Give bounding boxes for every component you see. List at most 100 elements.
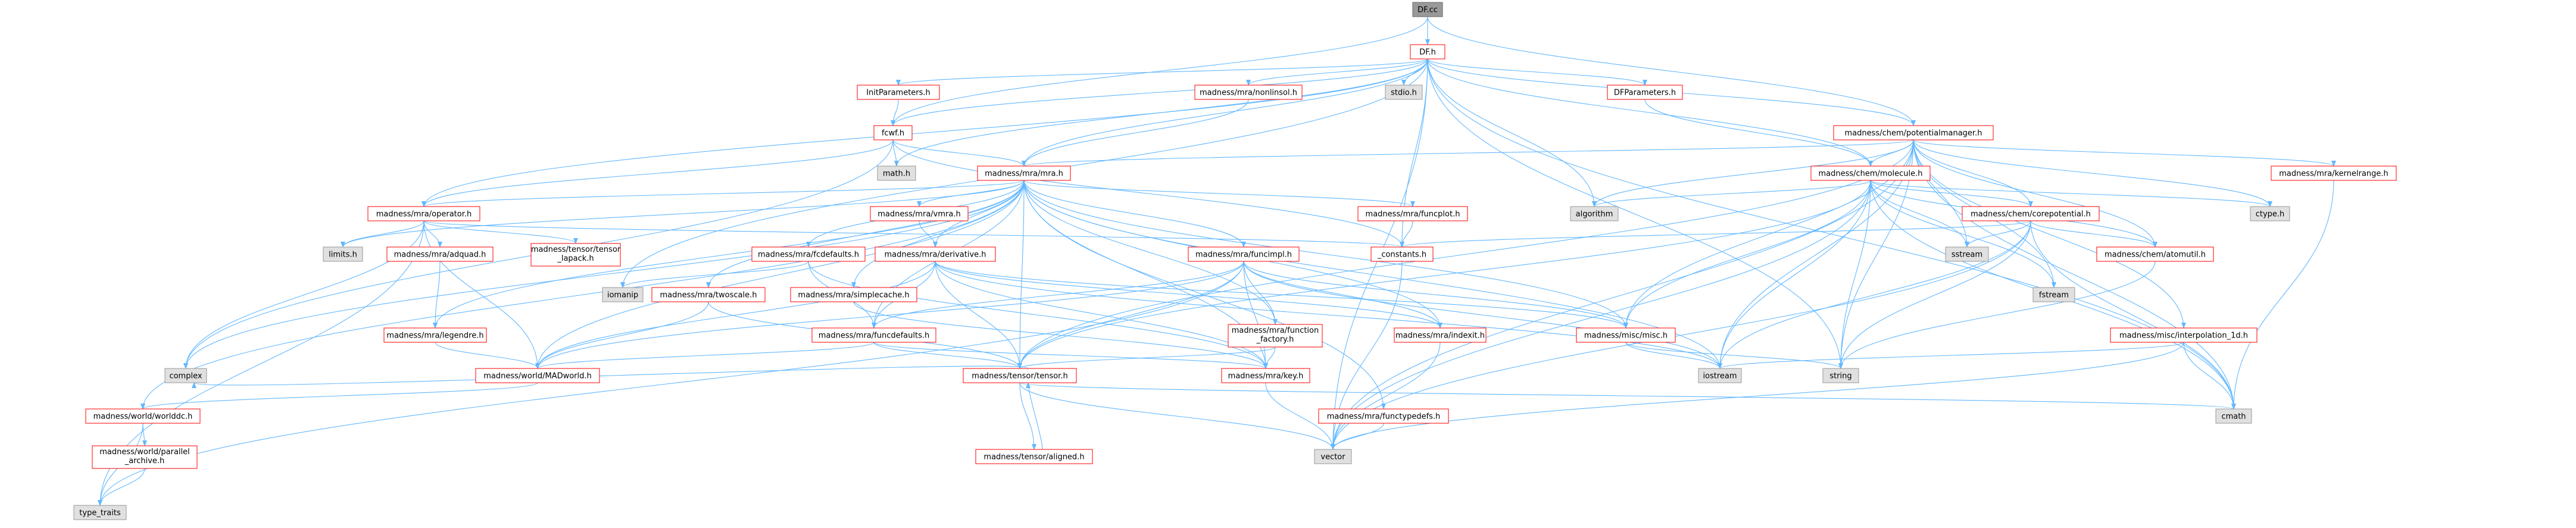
node-label: cmath <box>2221 413 2246 421</box>
node-molecule-h[interactable]: madness/chem/molecule.h <box>1810 165 1931 181</box>
edge-potentialmanager-h-to-kernelrange-h <box>1913 139 2336 167</box>
node-operator-h[interactable]: madness/mra/operator.h <box>367 206 480 221</box>
node-funcimpl-h[interactable]: madness/mra/funcimpl.h <box>1188 246 1300 262</box>
node-box <box>386 246 494 262</box>
node-fcdefaults-h[interactable]: madness/mra/fcdefaults.h <box>751 246 866 262</box>
node-dfparameters-h[interactable]: DFParameters.h <box>1607 85 1683 100</box>
node-tensor-lapack-h[interactable]: madness/tensor/tensor_lapack.h <box>530 243 621 267</box>
node-simplecache-h[interactable]: madness/mra/simplecache.h <box>790 287 917 302</box>
node-box <box>1962 206 2100 221</box>
node-derivative-h[interactable]: madness/mra/derivative.h <box>875 246 996 262</box>
edge-df-cc-to-potentialmanager-h <box>1427 16 1916 126</box>
node-stdio-h: stdio.h <box>1385 85 1423 100</box>
node-box <box>877 165 916 181</box>
node-df-cc[interactable]: DF.cc <box>1412 2 1443 17</box>
node-initparameters-h[interactable]: InitParameters.h <box>857 85 940 100</box>
edge-functypedefs-h-to-vector <box>1331 423 1384 450</box>
node-key-h[interactable]: madness/mra/key.h <box>1221 368 1310 383</box>
node-box <box>92 445 198 469</box>
node-nonlinsol-h[interactable]: madness/mra/nonlinsol.h <box>1194 85 1303 100</box>
edge-adquad-h-to-legendre-h <box>433 261 441 329</box>
node-label: madness/tensor/tensor_lapack.h <box>531 245 621 263</box>
node-box <box>1822 368 1859 383</box>
node-indexit-h[interactable]: madness/mra/indexit.h <box>1394 327 1487 343</box>
node-constants-h[interactable]: _constants.h <box>1370 246 1434 262</box>
edge-mra-h-to-worlddc-h <box>140 180 1025 410</box>
node-fcwf-h[interactable]: fcwf.h <box>873 125 913 140</box>
edge-molecule-h-to-string <box>1838 180 1871 369</box>
node-cmath: cmath <box>2215 408 2252 424</box>
node-label: madness/mra/funcimpl.h <box>1195 251 1292 260</box>
edge-mra-h-to-funcimpl-h <box>1023 180 1246 248</box>
node-label: _constants.h <box>1377 251 1426 260</box>
node-functypedefs-h[interactable]: madness/mra/functypedefs.h <box>1318 408 1449 424</box>
node-kernelrange-h[interactable]: madness/mra/kernelrange.h <box>2271 165 2397 181</box>
edge-corepotential-h-to-iostream <box>1718 220 2031 369</box>
edge-misc-h-to-iostream <box>1625 342 1722 369</box>
node-vector: vector <box>1314 449 1352 464</box>
edge-potentialmanager-h-to-ctype-h <box>1913 139 2272 207</box>
edge-parallel-archive-h-to-type-traits <box>98 468 145 506</box>
node-label: madness/mra/fcdefaults.h <box>758 251 859 260</box>
node-interpolation-1d-h[interactable]: madness/misc/interpolation_1d.h <box>2110 327 2257 343</box>
edge-simplecache-h-to-key-h <box>853 301 1268 369</box>
node-box <box>1357 206 1468 221</box>
node-label: stdio.h <box>1391 89 1417 98</box>
node-box <box>85 408 201 424</box>
edge-nonlinsol-h-to-mra-h <box>1022 99 1249 167</box>
node-math-h: math.h <box>877 165 916 181</box>
node-twoscale-h[interactable]: madness/mra/twoscale.h <box>651 287 766 302</box>
edge-potentialmanager-h-to-sstream <box>1913 139 1969 248</box>
node-funcplot-h[interactable]: madness/mra/funcplot.h <box>1357 206 1468 221</box>
node-tensor-h[interactable]: madness/tensor/tensor.h <box>963 368 1077 383</box>
edge-potentialmanager-h-to-vector <box>1331 139 1914 450</box>
node-box <box>323 246 363 262</box>
node-label: madness/mra/derivative.h <box>884 251 986 260</box>
edge-molecule-h-to-vector <box>1331 180 1871 450</box>
edge-molecule-h-to-misc-h <box>1623 180 1871 329</box>
edge-fcwf-h-to-math-h <box>892 139 899 167</box>
node-label: math.h <box>883 170 910 179</box>
node-function-factory-h[interactable]: madness/mra/function_factory.h <box>1228 324 1323 348</box>
edge-df-h-to-string <box>1427 58 1843 369</box>
node-adquad-h[interactable]: madness/mra/adquad.h <box>386 246 494 262</box>
node-label: iomanip <box>607 291 638 300</box>
edge-fcdefaults-h-to-iomanip <box>620 261 809 288</box>
node-df-h[interactable]: DF.h <box>1410 44 1445 60</box>
edge-mra-h-to-simplecache-h <box>851 180 1025 288</box>
node-misc-h[interactable]: madness/misc/misc.h <box>1576 327 1676 343</box>
edge-dfparameters-h-to-molecule-h <box>1644 99 1873 167</box>
node-box <box>1221 368 1310 383</box>
node-label: complex <box>169 372 202 381</box>
node-label: madness/mra/kernelrange.h <box>2279 170 2388 179</box>
edge-interpolation-1d-h-to-cmath <box>2183 342 2236 410</box>
node-corepotential-h[interactable]: madness/chem/corepotential.h <box>1962 206 2100 221</box>
edge-function-factory-h-to-tensor-h <box>1017 346 1276 369</box>
node-box <box>977 165 1071 181</box>
node-atomutil-h[interactable]: madness/chem/atomutil.h <box>2096 246 2214 262</box>
edge-vmra-h-to-derivative-h <box>919 220 938 248</box>
edge-derivative-h-to-tensor-h <box>935 261 1022 369</box>
edge-funcimpl-h-to-tensor-h <box>1017 261 1244 369</box>
node-label: string <box>1829 372 1851 381</box>
node-algorithm: algorithm <box>1570 206 1619 221</box>
node-parallel-archive-h[interactable]: madness/world/parallel_archive.h <box>92 445 198 469</box>
edge-mra-h-to-misc-h <box>1023 180 1628 329</box>
node-funcdefaults-h[interactable]: madness/mra/funcdefaults.h <box>811 327 936 343</box>
edge-mra-h-to-limits-h <box>341 180 1025 248</box>
node-vmra-h[interactable]: madness/mra/vmra.h <box>870 206 969 221</box>
node-complex: complex <box>164 368 207 383</box>
edge-operator-h-to-complex <box>183 220 424 369</box>
node-aligned-h[interactable]: madness/tensor/aligned.h <box>975 449 1093 464</box>
node-box <box>1314 449 1352 464</box>
node-label: DFParameters.h <box>1614 89 1676 98</box>
node-madworld-h[interactable]: madness/world/MADworld.h <box>475 368 600 383</box>
node-worlddc-h[interactable]: madness/world/worlddc.h <box>85 408 201 424</box>
node-box <box>857 85 940 100</box>
node-label: madness/world/MADworld.h <box>483 372 592 381</box>
node-label: DF.cc <box>1417 6 1438 15</box>
node-legendre-h[interactable]: madness/mra/legendre.h <box>383 327 487 343</box>
node-potentialmanager-h[interactable]: madness/chem/potentialmanager.h <box>1833 125 1994 140</box>
node-mra-h[interactable]: madness/mra/mra.h <box>977 165 1071 181</box>
edge-molecule-h-to-corepotential-h <box>1870 180 2033 207</box>
